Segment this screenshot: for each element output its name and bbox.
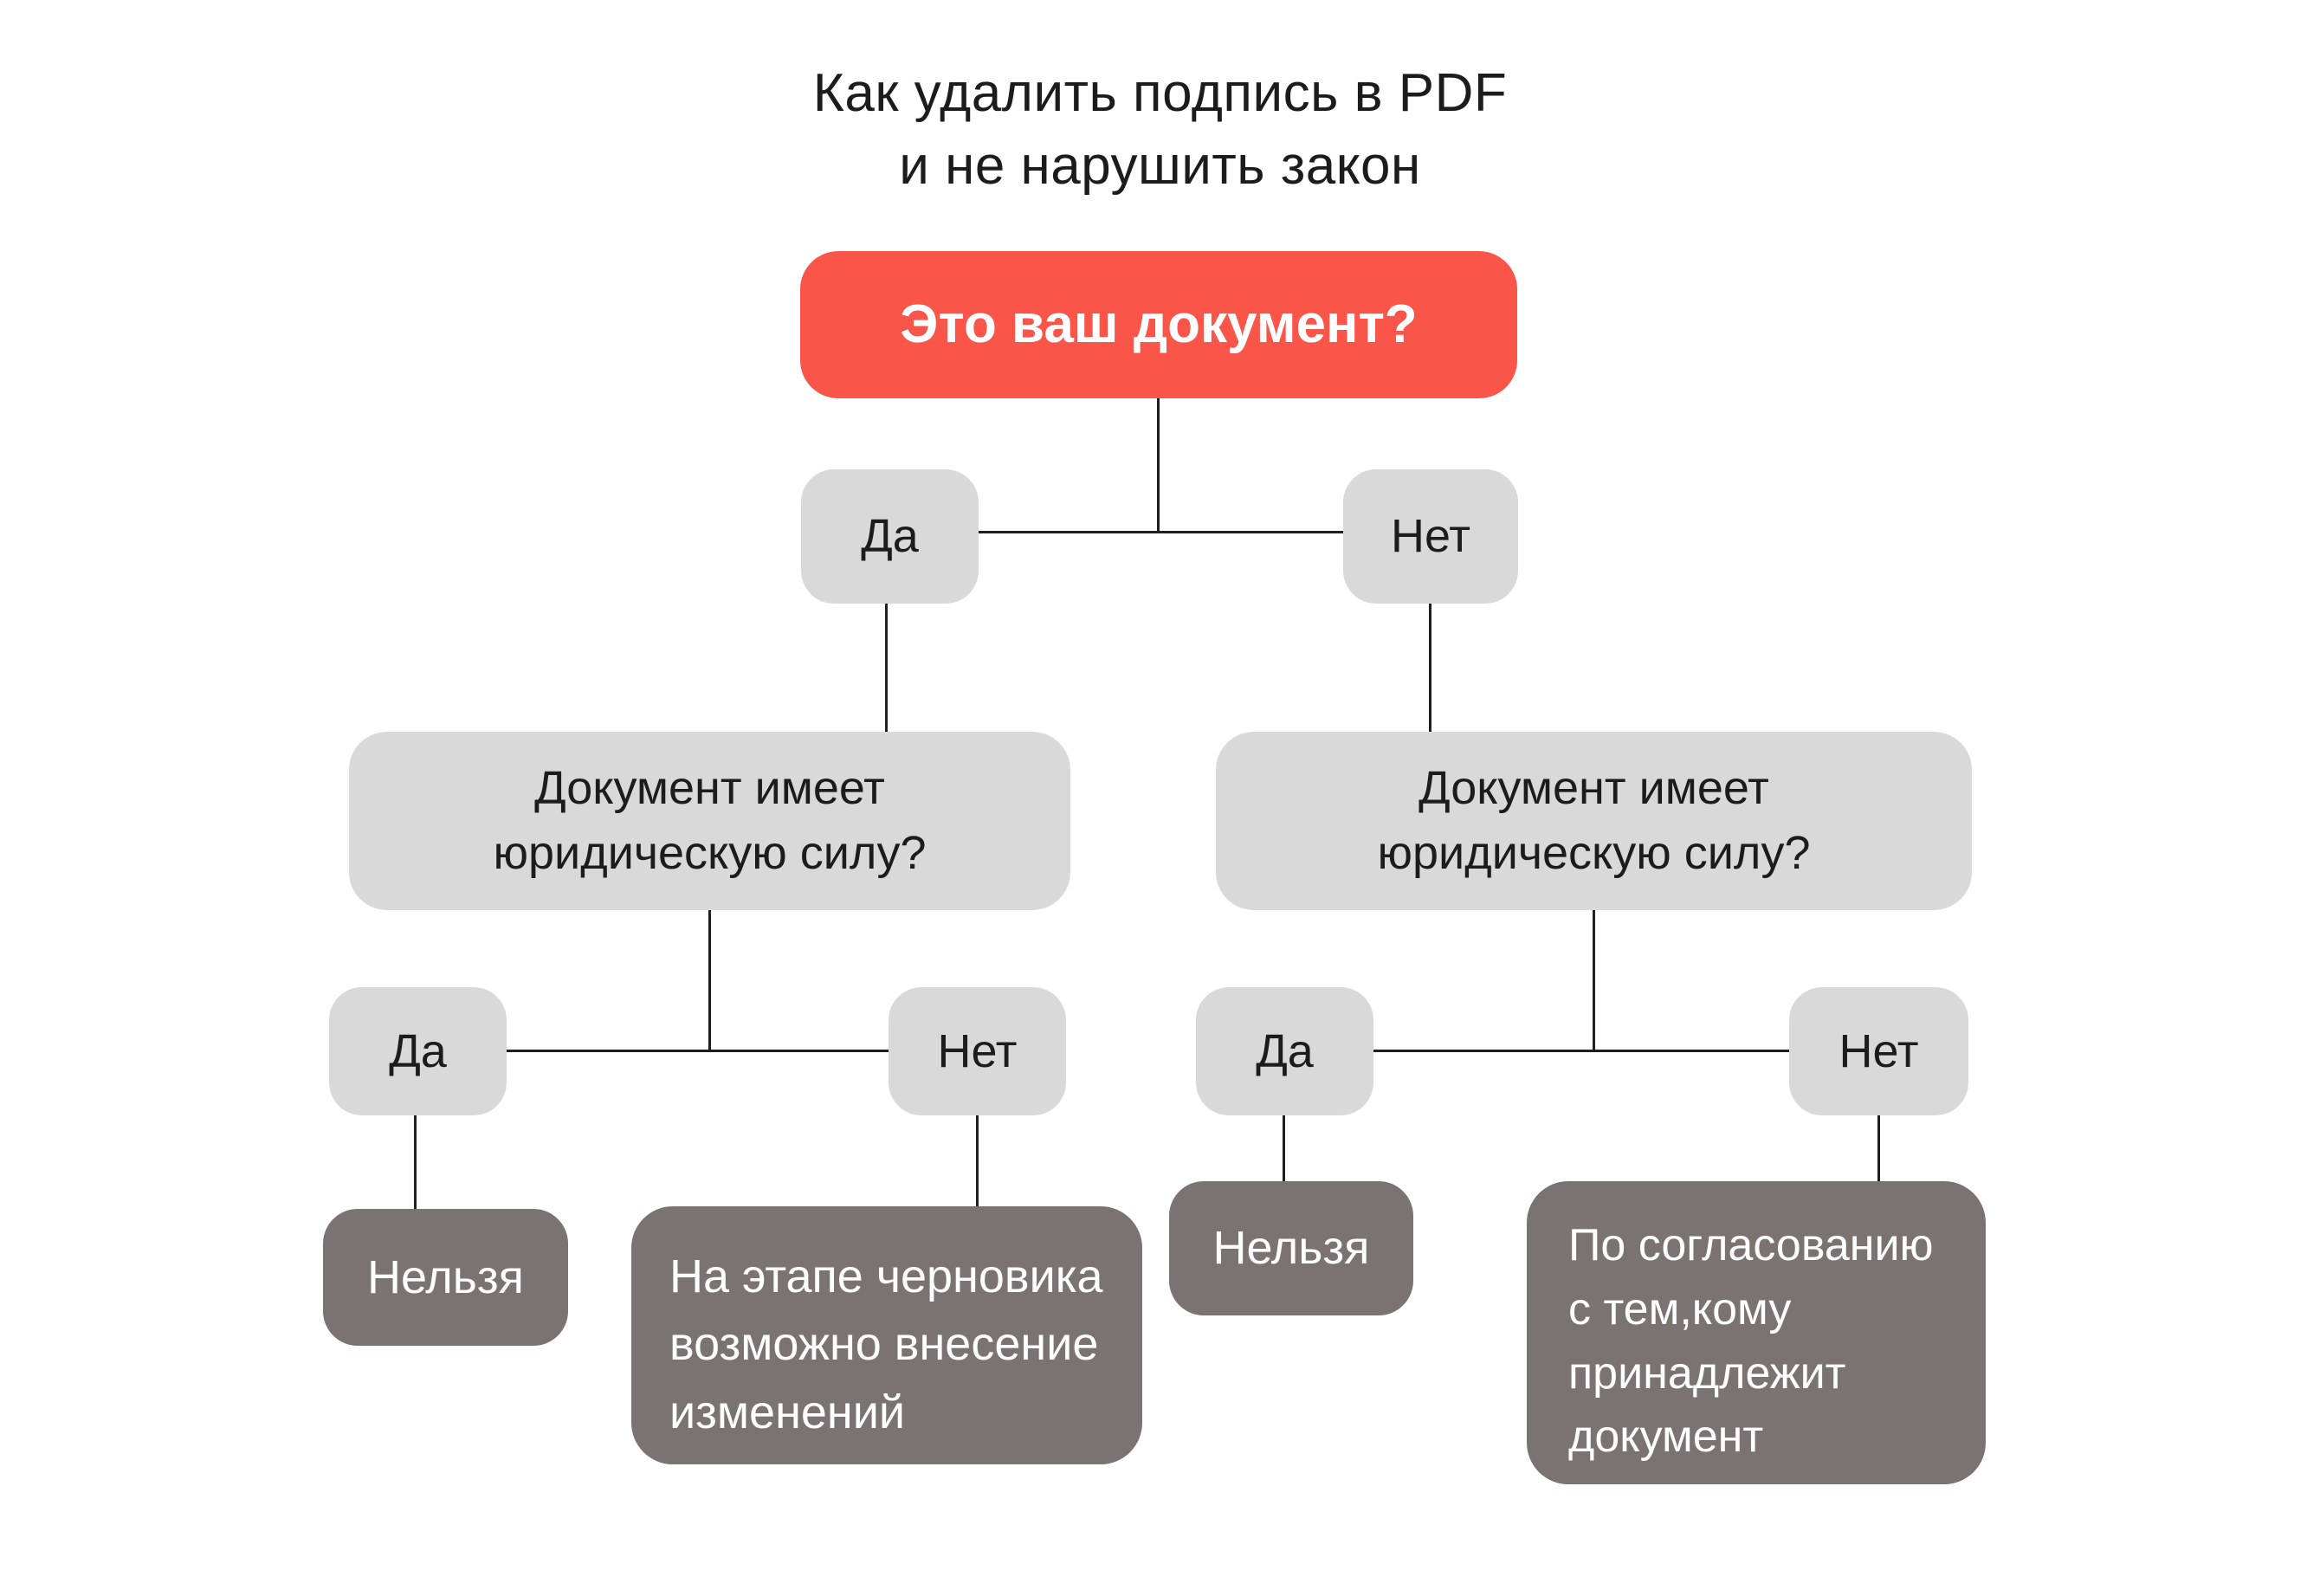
connector-left-no-to-result <box>976 1115 979 1208</box>
node-right-answer-yes-label: Да <box>1256 1024 1314 1077</box>
node-root-question-label: Это ваш документ? <box>900 294 1418 355</box>
node-root-answer-no: Нет <box>1343 469 1518 604</box>
node-root-answer-no-label: Нет <box>1391 510 1470 563</box>
connector-root-down <box>1157 397 1160 533</box>
node-result-left-draft: На этапе черновика возможно внесение изм… <box>631 1206 1142 1464</box>
connector-level2-right-horizontal <box>1373 1050 1791 1052</box>
connector-right-question-down <box>1593 908 1595 1052</box>
node-result-right-agreement-label: По согласованию с тем,кому принадлежит д… <box>1568 1220 1934 1463</box>
node-right-question: Документ имеет юридическую силу? <box>1216 732 1972 910</box>
node-right-question-label: Документ имеет юридическую силу? <box>1377 762 1811 879</box>
node-left-question-label: Документ имеет юридическую силу? <box>493 762 927 879</box>
connector-left-yes-to-result <box>414 1115 417 1211</box>
page-title: Как удалить подпись в PDF и не нарушить … <box>812 63 1508 197</box>
node-root-answer-yes: Да <box>801 469 979 604</box>
connector-left-question-down <box>708 908 711 1052</box>
connector-right-yes-to-result <box>1283 1115 1285 1183</box>
connector-level1-horizontal <box>977 531 1345 533</box>
connector-no1-to-right-question <box>1429 602 1431 733</box>
node-root-answer-yes-label: Да <box>861 510 919 563</box>
connector-right-no-to-result <box>1877 1115 1880 1183</box>
node-left-answer-no: Нет <box>889 987 1066 1115</box>
node-right-answer-yes: Да <box>1196 987 1373 1115</box>
node-right-answer-no-label: Нет <box>1839 1024 1919 1077</box>
node-result-right-forbidden-label: Нельзя <box>1212 1222 1370 1275</box>
node-left-question: Документ имеет юридическую силу? <box>349 732 1070 910</box>
node-right-answer-no: Нет <box>1789 987 1968 1115</box>
connector-level2-left-horizontal <box>507 1050 890 1052</box>
node-left-answer-yes-label: Да <box>389 1024 447 1077</box>
node-result-left-forbidden: Нельзя <box>323 1209 568 1346</box>
connector-yes1-to-left-question <box>885 602 888 733</box>
node-result-left-draft-label: На этапе черновика возможно внесение изм… <box>669 1250 1103 1438</box>
node-result-right-agreement: По согласованию с тем,кому принадлежит д… <box>1527 1181 1986 1484</box>
node-left-answer-yes: Да <box>329 987 507 1115</box>
node-root-question: Это ваш документ? <box>800 251 1517 398</box>
node-left-answer-no-label: Нет <box>937 1024 1018 1077</box>
node-result-left-forbidden-label: Нельзя <box>367 1250 524 1303</box>
node-result-right-forbidden: Нельзя <box>1169 1181 1413 1315</box>
